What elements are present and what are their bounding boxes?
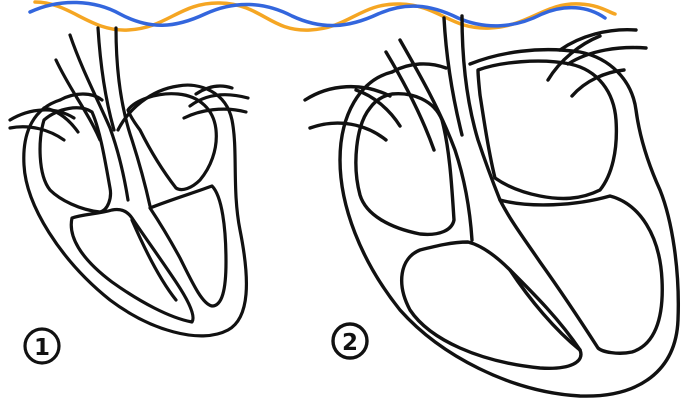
heart-2-outer-wall: [340, 50, 678, 396]
heart-1-right-ventricle: [150, 186, 226, 306]
heart-2-vein-left-2: [310, 123, 386, 140]
heart-2-right-ventricle: [500, 196, 662, 353]
heart-2-left-ventricle: [402, 242, 581, 368]
heart-2-vein-left-1: [305, 87, 390, 100]
heart-1-vein-right-2: [184, 109, 246, 118]
heart-1-left-atrium: [40, 108, 110, 212]
blue-wave: [30, 2, 605, 25]
heart-1-left-ventricle: [71, 209, 193, 322]
heart-1: [10, 28, 248, 363]
wave-lines: [30, 2, 615, 30]
heart-2-vessel-mid-a: [444, 18, 462, 135]
heart-1-vein-left-2: [10, 127, 64, 140]
heart-2: [305, 16, 678, 396]
heart-1-vein-right-1: [190, 95, 248, 106]
heart-2-vessel-left: [400, 40, 472, 240]
heart-2-right-atrium: [478, 61, 616, 198]
heart-2-number: 2: [342, 330, 358, 356]
heart-1-vessel-mid-a: [98, 28, 114, 130]
heart-1-septum: [132, 220, 176, 300]
heart-2-vein-right-4: [572, 70, 624, 96]
heart-1-vessel-left: [70, 35, 128, 200]
heart-1-number: 1: [34, 335, 50, 361]
